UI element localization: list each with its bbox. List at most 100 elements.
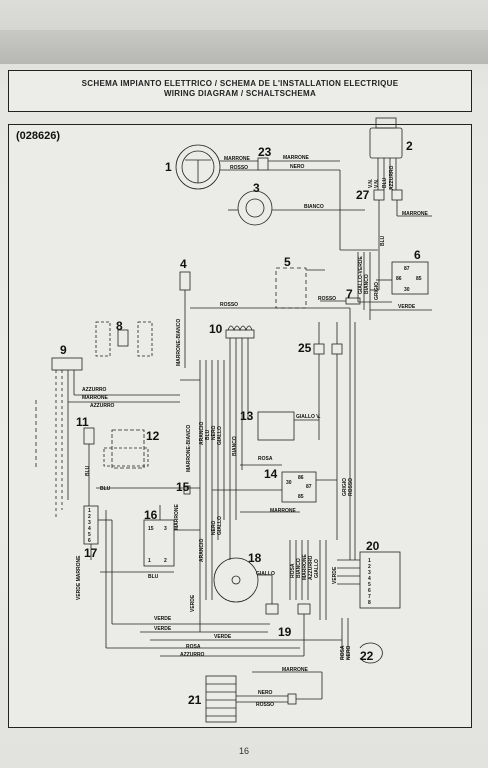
label-blu-4: BLU bbox=[85, 465, 91, 476]
component-10-coil bbox=[225, 325, 255, 560]
relay-6-pin-30: 30 bbox=[404, 287, 410, 293]
svg-text:1: 1 bbox=[165, 160, 172, 174]
connector-20-pin-7: 7 bbox=[368, 594, 371, 600]
label-verde-5: VERDE bbox=[190, 594, 196, 612]
label-nero-3: NERO bbox=[211, 425, 217, 440]
component-20-connector bbox=[337, 551, 401, 609]
label-vn-1: V.N. bbox=[368, 178, 374, 188]
label-blu-3: BLU bbox=[205, 429, 211, 440]
label-rosa-1: ROSA bbox=[258, 456, 273, 462]
svg-text:3: 3 bbox=[253, 181, 260, 195]
label-giallo-4: GIALLO bbox=[314, 559, 320, 578]
svg-text:9: 9 bbox=[60, 343, 67, 357]
component-13-sensor bbox=[257, 411, 319, 441]
label-marrone-8: MARRONE bbox=[302, 554, 308, 580]
connector-17-pin-1: 1 bbox=[88, 508, 91, 514]
label-blu-1: BLU bbox=[100, 486, 111, 492]
relay-16-pins: 15 3 1 2 bbox=[148, 526, 167, 564]
label-giallo-2: GIALLO bbox=[217, 426, 223, 445]
label-rosa-4: ROSA bbox=[340, 645, 346, 660]
label-verde-3: VERDE bbox=[154, 626, 172, 632]
component-16-relay bbox=[143, 519, 175, 567]
component-14-relay bbox=[281, 471, 317, 503]
svg-text:15: 15 bbox=[176, 480, 190, 494]
component-21-motor bbox=[205, 675, 237, 723]
relay-16-pin-1: 1 bbox=[148, 558, 151, 564]
component-numbers: 1 2 3 4 5 6 7 8 9 10 11 12 13 14 15 16 1… bbox=[60, 139, 421, 707]
label-azzurro-2: AZZURRO bbox=[90, 403, 115, 409]
relay-6-pin-85: 85 bbox=[416, 276, 422, 282]
connector-20-pin-3: 3 bbox=[368, 570, 371, 576]
svg-text:18: 18 bbox=[248, 551, 262, 565]
label-vn-2: V.N. bbox=[374, 178, 380, 188]
label-verde-4: VERDE bbox=[214, 634, 232, 640]
svg-text:22: 22 bbox=[360, 649, 374, 663]
label-verde-1: VERDE bbox=[398, 304, 416, 310]
component-27b-connector bbox=[391, 189, 403, 201]
svg-text:10: 10 bbox=[209, 322, 223, 336]
label-azzurro-1: AZZURRO bbox=[82, 387, 107, 393]
label-azzurro-3: AZZURRO bbox=[180, 652, 205, 658]
title-line-2: WIRING DIAGRAM / SCHALTSCHEMA bbox=[163, 89, 317, 98]
label-marrone-bianco-2: MARRONE-BIANCO bbox=[186, 425, 192, 472]
label-verde-6: VERDE bbox=[332, 566, 338, 584]
svg-text:12: 12 bbox=[146, 429, 160, 443]
relay-14-pin-85: 85 bbox=[298, 494, 304, 500]
connector-20-pin-1: 1 bbox=[368, 558, 371, 564]
label-rosa-2: ROSA bbox=[186, 644, 201, 650]
label-nero-1: NERO bbox=[290, 164, 305, 170]
component-15-sensor bbox=[183, 485, 191, 495]
label-bianco-4: BIANCO bbox=[364, 274, 370, 294]
relay-14-pins: 30 86 87 85 bbox=[286, 475, 312, 500]
component-23-connector bbox=[257, 157, 269, 171]
label-marrone-6: MARRONE bbox=[282, 667, 308, 673]
label-rosso-1: ROSSO bbox=[230, 165, 248, 171]
component-19b-connector bbox=[297, 603, 311, 615]
component-11-switch bbox=[83, 427, 95, 445]
component-5-module bbox=[275, 267, 307, 309]
connector-17-pin-5: 5 bbox=[88, 532, 91, 538]
label-azzurro-5: AZZURRO bbox=[389, 165, 395, 190]
label-nero-4: NERO bbox=[211, 520, 217, 535]
label-verde-marrone: VERDE MARRONE bbox=[76, 555, 82, 600]
component-25-connector bbox=[313, 343, 325, 355]
label-rosso-5: ROSSO bbox=[348, 478, 354, 496]
label-nero-5: NERO bbox=[346, 645, 352, 660]
component-8-fuse bbox=[95, 321, 153, 357]
connector-17-pin-2: 2 bbox=[88, 514, 91, 520]
svg-text:14: 14 bbox=[264, 467, 278, 481]
component-21-connector bbox=[287, 693, 297, 705]
svg-text:16: 16 bbox=[144, 508, 158, 522]
page-shadow bbox=[0, 30, 488, 64]
label-marrone-5: MARRONE bbox=[270, 508, 296, 514]
label-blu-6: BLU bbox=[380, 235, 386, 246]
svg-text:23: 23 bbox=[258, 145, 272, 159]
component-1-horn bbox=[175, 144, 221, 190]
component-6-relay bbox=[391, 261, 429, 295]
component-12-unit bbox=[103, 429, 149, 469]
svg-text:17: 17 bbox=[84, 546, 98, 560]
relay-14-pin-30: 30 bbox=[286, 480, 292, 486]
label-marrone-bianco-1: MARRONE-BIANCO bbox=[176, 319, 182, 366]
component-25b-connector bbox=[331, 343, 343, 355]
connector-17-pin-6: 6 bbox=[88, 538, 91, 544]
svg-text:20: 20 bbox=[366, 539, 380, 553]
relay-16-pin-3: 3 bbox=[164, 526, 167, 532]
svg-text:25: 25 bbox=[298, 341, 312, 355]
relay-6-pin-87: 87 bbox=[404, 266, 410, 272]
relay-6-pins: 87 86 85 30 bbox=[396, 266, 422, 293]
connector-20-pin-8: 8 bbox=[368, 600, 371, 606]
label-marrone-4: MARRONE bbox=[82, 395, 108, 401]
svg-text:7: 7 bbox=[346, 287, 353, 301]
connector-17-pin-3: 3 bbox=[88, 520, 91, 526]
svg-text:21: 21 bbox=[188, 693, 202, 707]
label-arancio-1: ARANCIO bbox=[199, 422, 205, 445]
component-4-switch bbox=[179, 271, 191, 368]
svg-text:2: 2 bbox=[406, 139, 413, 153]
connector-20-pins: 1 2 3 4 5 6 7 8 bbox=[368, 558, 371, 606]
label-rosso-4: ROSSO bbox=[256, 702, 274, 708]
component-2-solenoid bbox=[369, 117, 403, 190]
label-giallo-3: GIALLO bbox=[217, 516, 223, 535]
component-19-connector bbox=[265, 603, 279, 615]
